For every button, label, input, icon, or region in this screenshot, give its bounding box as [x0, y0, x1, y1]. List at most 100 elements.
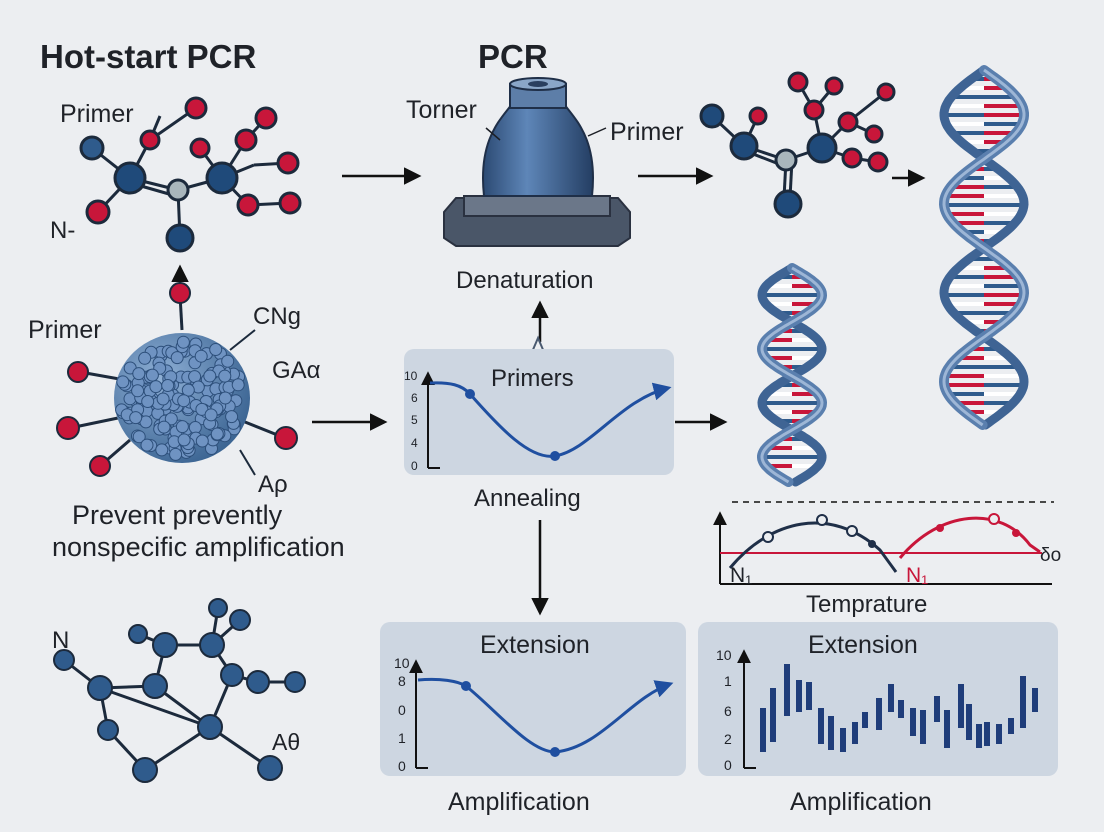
cluster-bead [116, 375, 130, 389]
label-primer-left: Primer [28, 316, 102, 344]
ext2-tick-3: 2 [724, 731, 732, 747]
ext1-tick-1: 8 [398, 673, 406, 689]
pcr-machine [443, 77, 631, 247]
ext1-tick-4: 0 [398, 758, 406, 774]
cluster-bead [170, 351, 184, 365]
primers-tick-0: 10 [404, 369, 418, 383]
cluster-bead [140, 438, 154, 452]
ext1-tick-2: 0 [398, 702, 406, 718]
label-n1-a: N₁ [730, 564, 752, 587]
ext2-tick-1: 1 [724, 673, 732, 689]
label-n1-b: N₁ [906, 564, 928, 587]
cluster-bead [204, 408, 218, 422]
label-amplification-2: Amplification [790, 788, 932, 816]
label-b0: δo [1040, 545, 1061, 566]
amplification-bar [876, 698, 882, 730]
ext1-tick-0: 10 [394, 655, 410, 671]
cluster-bead [138, 351, 152, 365]
label-primer-machine: Primer [610, 118, 684, 146]
temperature-chart [713, 501, 1054, 585]
amplification-bar [828, 716, 834, 750]
label-ap-left: Aρ [258, 471, 288, 498]
primers-panel-title: Primers [491, 365, 574, 392]
ext2-tick-4: 0 [724, 757, 732, 773]
extension-1-title: Extension [480, 631, 590, 659]
amplification-bar [920, 710, 926, 744]
label-amplification-1: Amplification [448, 788, 590, 816]
cluster-bead [177, 433, 191, 447]
ext2-tick-2: 6 [724, 703, 732, 719]
cluster-bead [181, 383, 195, 397]
primers-tick-2: 5 [411, 413, 418, 427]
cluster-bead [164, 412, 178, 426]
cluster-bead [195, 434, 209, 448]
extension-panel-1: Extension 10 8 0 1 0 [380, 622, 686, 776]
protein-cluster [56, 282, 298, 477]
ext2-tick-0: 10 [716, 647, 732, 663]
cluster-bead [169, 447, 183, 461]
label-cng: CNg [253, 303, 301, 330]
extension-panel-2: Extension 10 1 6 2 0 [698, 622, 1058, 776]
amplification-bar [1008, 718, 1014, 734]
amplification-bar [760, 708, 766, 752]
amplification-bar [852, 722, 858, 744]
helix-highlight [760, 266, 824, 484]
amplification-bar [796, 680, 802, 712]
primers-tick-1: 6 [411, 391, 418, 405]
dna-helix-small [756, 263, 828, 487]
label-ao-mol: Aθ [272, 729, 300, 755]
primers-tick-3: 4 [411, 436, 418, 450]
cluster-bead [155, 443, 169, 457]
cluster-bead [129, 411, 143, 425]
primers-tick-4: 0 [411, 459, 418, 473]
caption-line-2: nonspecific amplification [52, 532, 345, 562]
cluster-bead [141, 395, 155, 408]
cluster-bead [131, 384, 145, 398]
amplification-bar [784, 664, 790, 716]
amplification-bar [934, 696, 940, 722]
dna-helix-large [938, 65, 1030, 430]
amplification-bar [806, 682, 812, 710]
extension-2-bars [760, 664, 1038, 752]
amplification-bar [862, 712, 868, 728]
label-n-minus: N- [50, 217, 75, 244]
cluster-bead [203, 369, 217, 383]
amplification-bar [984, 722, 990, 746]
amplification-bar [898, 700, 904, 718]
amplification-bar [840, 728, 846, 752]
cluster-bead [194, 349, 208, 363]
primers-panel: Primers 10 6 5 4 0 [404, 349, 674, 475]
cluster-bead [218, 369, 232, 383]
cluster-bead [210, 427, 224, 441]
cluster-bead [132, 367, 146, 381]
cluster-bead [149, 380, 163, 394]
caret-mark [531, 335, 545, 353]
title-hot-start-pcr: Hot-start PCR [40, 38, 257, 75]
amplification-bar [770, 688, 776, 742]
cluster-bead [209, 343, 223, 356]
label-n-mol: N [52, 627, 69, 654]
label-annealing: Annealing [474, 485, 581, 512]
title-pcr: PCR [478, 38, 548, 75]
amplification-bar [996, 724, 1002, 744]
amplification-bar [944, 710, 950, 748]
label-torner: Torner [406, 96, 477, 124]
ext1-tick-3: 1 [398, 730, 406, 746]
amplification-bar [966, 704, 972, 740]
extension-2-title: Extension [808, 631, 918, 659]
amplification-bar [888, 684, 894, 712]
cluster-bead [161, 379, 175, 392]
cluster-bead [145, 368, 159, 382]
amplification-bar [910, 708, 916, 736]
primer-molecule-right [699, 71, 896, 219]
label-gao: GAα [272, 357, 321, 384]
amplification-bar [958, 684, 964, 728]
cluster-bead [221, 354, 235, 368]
amplification-bar [1020, 676, 1026, 728]
amplification-bar [818, 708, 824, 744]
primer-molecule-top [79, 96, 302, 253]
network-atoms [53, 598, 306, 783]
amplification-bar [1032, 688, 1038, 712]
